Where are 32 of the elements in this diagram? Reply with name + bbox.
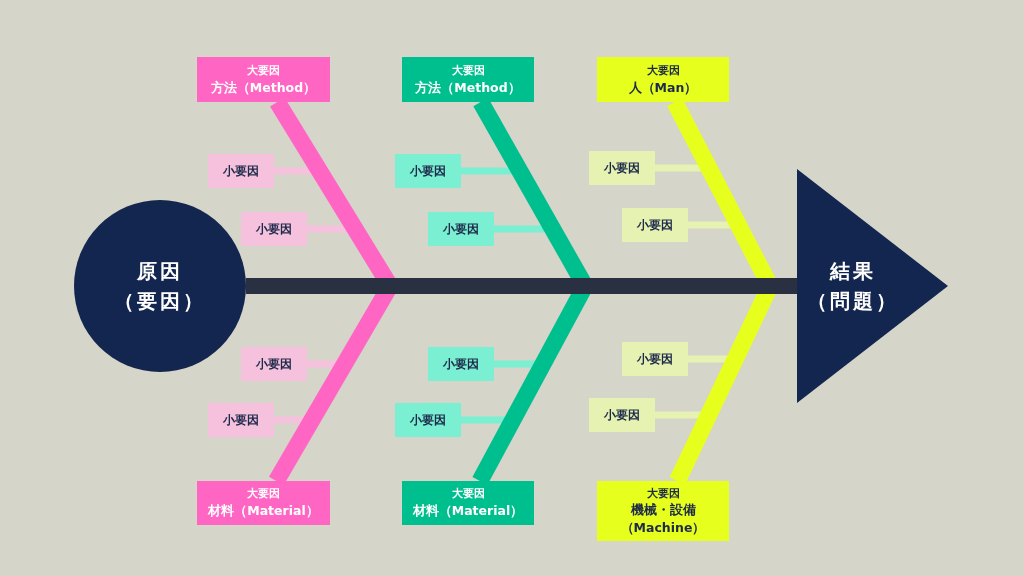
sub-cause-box: 小要因 bbox=[428, 212, 494, 246]
category-heading: 大要因 bbox=[451, 62, 485, 79]
category-heading: 大要因 bbox=[247, 62, 280, 79]
category-label: 人（Man） bbox=[628, 78, 698, 97]
category-label: 材料（Material） bbox=[412, 502, 524, 520]
sub-cause-box: 小要因 bbox=[241, 212, 307, 246]
sub-cause-box: 小要因 bbox=[241, 347, 307, 381]
category-heading: 大要因 bbox=[646, 62, 680, 79]
sub-cause-box: 小要因 bbox=[395, 403, 461, 437]
cause-category-box bbox=[402, 481, 534, 525]
category-heading: 大要因 bbox=[451, 486, 485, 503]
cause-category-box bbox=[197, 57, 330, 102]
category-heading: 大要因 bbox=[247, 486, 280, 503]
category-label: 方法（Method） bbox=[210, 78, 317, 97]
sub-cause-box: 小要因 bbox=[589, 151, 655, 185]
sub-cause-box: 小要因 bbox=[589, 398, 655, 432]
category-label: 材料（Material） bbox=[208, 502, 319, 520]
cause-category-box bbox=[402, 57, 534, 102]
sub-cause-box: 小要因 bbox=[622, 208, 688, 242]
sub-cause-box: 小要因 bbox=[208, 154, 274, 188]
cause-category-box bbox=[597, 57, 729, 102]
sub-cause-box: 小要因 bbox=[208, 403, 274, 437]
cause-category-box bbox=[597, 481, 729, 541]
result-label: 結果（問題） bbox=[806, 258, 900, 315]
sub-cause-box: 小要因 bbox=[622, 342, 688, 376]
sub-cause-box: 小要因 bbox=[428, 347, 494, 381]
sub-cause-box: 小要因 bbox=[395, 154, 461, 188]
category-label: 機械・設備（Machine） bbox=[619, 501, 707, 537]
cause-label: 原因（要因） bbox=[113, 258, 207, 315]
category-heading: 大要因 bbox=[646, 485, 680, 502]
cause-category-box bbox=[197, 481, 330, 525]
category-label: 方法（Method） bbox=[415, 78, 521, 97]
